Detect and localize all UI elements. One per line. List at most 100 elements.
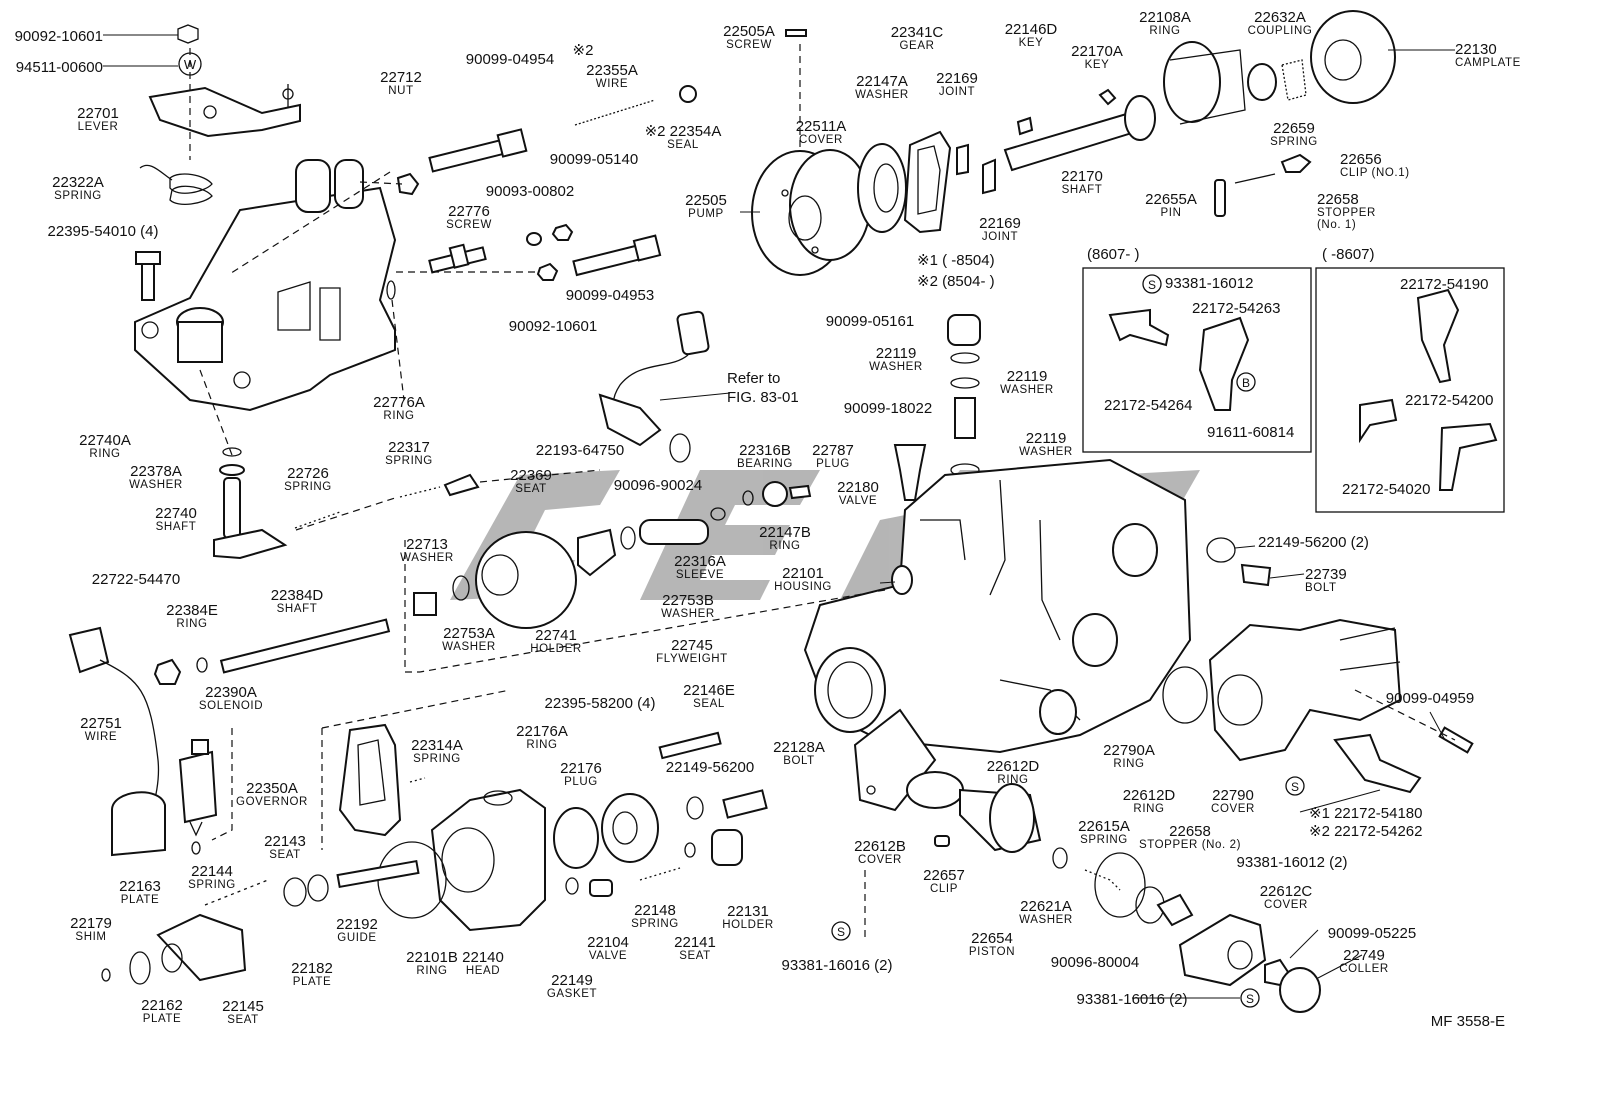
part-number-label: 22172-54020 xyxy=(1342,481,1430,498)
part-number-label: 22658 xyxy=(1317,191,1359,208)
part-number-label: 22316A xyxy=(674,553,726,570)
part-number-label: 22749 xyxy=(1343,947,1385,964)
part-number-label: 22182 xyxy=(291,960,333,977)
part-number-label: 22180 xyxy=(837,479,879,496)
part-number-label: 22615A xyxy=(1078,818,1130,835)
part-number-label: ※2 22172-54262 xyxy=(1309,823,1423,840)
part-number-label: 22146D xyxy=(1005,21,1058,38)
part-number-label: 22505 xyxy=(685,192,727,209)
part-number-label: 91611-60814 xyxy=(1207,424,1294,441)
part-number-label: 22726 xyxy=(287,465,329,482)
part-name-label: BOLT xyxy=(1305,582,1337,594)
lever-assembly: W xyxy=(103,24,301,160)
part-name-label: NUT xyxy=(388,85,413,97)
part-name-label: PLATE xyxy=(121,894,160,906)
part-name-label: KEY xyxy=(1085,59,1110,71)
part-name-label: COVER xyxy=(1264,899,1308,911)
part-name-label: RING xyxy=(176,618,207,630)
part-number-label: 22119 xyxy=(1007,368,1048,385)
part-number-label: 90099-05225 xyxy=(1328,925,1416,942)
part-number-label: 90092-10601 xyxy=(15,28,103,45)
part-number-label: 22104 xyxy=(587,934,629,951)
part-number-label: 94511-00600 xyxy=(16,59,103,76)
part-name-label: RING xyxy=(769,540,800,552)
part-number-label: 22776A xyxy=(373,394,425,411)
part-name-label: RING xyxy=(1113,758,1144,770)
part-name-label: GEAR xyxy=(900,40,935,52)
part-name-label: PUMP xyxy=(688,208,724,220)
part-name-label: CLIP xyxy=(930,883,958,895)
part-name-label: SCREW xyxy=(446,219,492,231)
part-name-label: SPRING xyxy=(284,481,332,493)
part-number-label: 22179 xyxy=(70,915,112,932)
part-name-label: RING xyxy=(997,774,1028,786)
part-number-label: 90099-04954 xyxy=(466,51,554,68)
part-name-label: BOLT xyxy=(783,755,815,767)
part-name-label: SEAT xyxy=(269,849,301,861)
part-name-label: JOINT xyxy=(939,86,975,98)
part-number-label: 90099-05161 xyxy=(826,313,914,330)
part-name-label: SHAFT xyxy=(1062,184,1103,196)
part-name-label: GUIDE xyxy=(337,932,376,944)
part-name-label: STOPPER xyxy=(1317,207,1376,219)
part-name-label: GOVERNOR xyxy=(236,796,308,808)
part-number-label: 22787 xyxy=(812,442,854,459)
part-number-label: 22163 xyxy=(119,878,161,895)
part-number-label: 22713 xyxy=(406,536,448,553)
part-name-label: SLEEVE xyxy=(676,569,724,581)
part-number-label: 22149-56200 xyxy=(666,759,754,776)
part-number-label: 22612D xyxy=(1123,787,1176,804)
part-number-label: 90096-80004 xyxy=(1051,954,1139,971)
part-number-label: 93381-16016 (2) xyxy=(782,957,893,974)
part-name-label: COLLER xyxy=(1339,963,1389,975)
part-name-label: HOLDER xyxy=(530,643,582,655)
part-number-label: 22395-54010 (4) xyxy=(48,223,159,240)
part-number-label: 22193-64750 xyxy=(536,442,624,459)
part-name-label: CAMPLATE xyxy=(1455,57,1521,69)
part-name-label: JOINT xyxy=(982,231,1018,243)
part-number-label: 22511A xyxy=(796,118,847,135)
part-number-label: 22141 xyxy=(674,934,716,951)
part-name-label: SCREW xyxy=(726,39,772,51)
part-name-label: SPRING xyxy=(385,455,433,467)
distributor-head: S xyxy=(101,731,866,985)
part-name-label: RING xyxy=(1149,25,1180,37)
part-number-label: MF 3558-E xyxy=(1431,1013,1505,1030)
part-number-label: 22341C xyxy=(891,24,944,41)
part-number-label: 22143 xyxy=(264,833,306,850)
part-number-label: 22384D xyxy=(271,587,324,604)
svg-text:S: S xyxy=(1291,780,1299,794)
part-number-label: 22128A xyxy=(773,739,825,756)
part-number-label: 22176A xyxy=(516,723,568,740)
part-number-label: 22790 xyxy=(1212,787,1254,804)
part-number-label: 22658 xyxy=(1169,823,1211,840)
part-number-label: 22170A xyxy=(1071,43,1123,60)
leader-lines xyxy=(659,211,1446,813)
part-name-label: WASHER xyxy=(1019,914,1073,926)
part-number-label: 22101 xyxy=(782,565,824,582)
part-number-label: 22350A xyxy=(246,780,298,797)
part-name-label: WASHER xyxy=(1000,384,1054,396)
part-number-label: (8607- ) xyxy=(1087,246,1140,263)
part-number-label: 22753A xyxy=(443,625,495,642)
part-number-label: ※1 22172-54180 xyxy=(1309,805,1423,822)
fuel-cut-lead xyxy=(598,310,710,463)
part-number-label: 22655A xyxy=(1145,191,1197,208)
part-number-label: ( -8607) xyxy=(1322,246,1375,263)
inset-panel-left: S B xyxy=(1082,267,1312,453)
part-number-label: 22740A xyxy=(79,432,131,449)
part-name-label: PIN xyxy=(1161,207,1182,219)
part-name-label: RING xyxy=(416,965,447,977)
part-name-label: CLIP (NO.1) xyxy=(1340,167,1410,179)
part-number-label: 22169 xyxy=(936,70,978,87)
part-name-label: RING xyxy=(1133,803,1164,815)
part-number-label: 22390A xyxy=(205,684,257,701)
part-number-label: 22172-54190 xyxy=(1400,276,1488,293)
governor-cover xyxy=(134,159,405,456)
part-number-label: 22751 xyxy=(80,715,122,732)
part-name-label: PLUG xyxy=(816,458,850,470)
part-number-label: 93381-16012 xyxy=(1165,275,1253,292)
part-number-label: 22701 xyxy=(77,105,119,122)
fasteners-top xyxy=(359,85,697,281)
part-number-label: 22739 xyxy=(1305,566,1347,583)
